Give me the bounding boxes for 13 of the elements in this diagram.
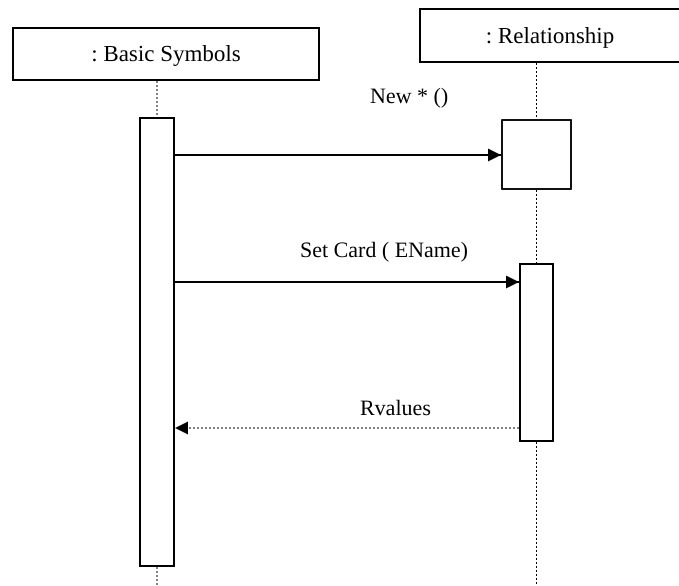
message-arrow bbox=[175, 148, 501, 162]
activation-box bbox=[501, 119, 572, 190]
lifeline bbox=[156, 566, 158, 586]
lifeline bbox=[536, 62, 537, 120]
return-message-arrow bbox=[174, 422, 520, 434]
lifeline bbox=[536, 442, 537, 586]
lifeline-header: : Relationship bbox=[419, 8, 679, 63]
activation-bar bbox=[519, 263, 554, 442]
lifeline bbox=[536, 190, 537, 264]
message-arrow bbox=[175, 276, 519, 288]
activation-bar bbox=[139, 117, 175, 567]
lifeline bbox=[156, 80, 158, 118]
lifeline-header: : Basic Symbols bbox=[12, 27, 320, 81]
